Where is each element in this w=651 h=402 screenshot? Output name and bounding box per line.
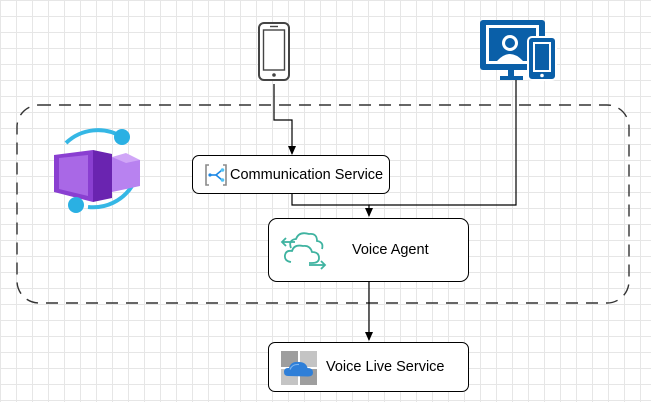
voice-live-service-node[interactable]: Voice Live Service [268,342,469,392]
voice-live-service-label: Voice Live Service [326,359,445,375]
connector-communication-service-to-voice-agent [291,193,373,217]
voice-agent-label: Voice Agent [352,242,429,258]
communication-service-icon [205,164,227,186]
communication-service-label: Communication Service [230,166,384,183]
desktop-user-icon [480,20,557,81]
mobile-phone-icon [258,22,290,81]
environment-boundary [16,104,630,304]
cloud-service-icon [281,351,317,385]
connector-desktop-to-voice-agent [369,80,517,206]
connector-phone-to-communication-service [273,84,296,155]
voice-agent-node[interactable]: Voice Agent [268,218,469,282]
cloud-sync-icon [280,232,327,270]
communication-service-node[interactable]: Communication Service [192,155,390,194]
container-apps-environment-icon [54,128,140,213]
